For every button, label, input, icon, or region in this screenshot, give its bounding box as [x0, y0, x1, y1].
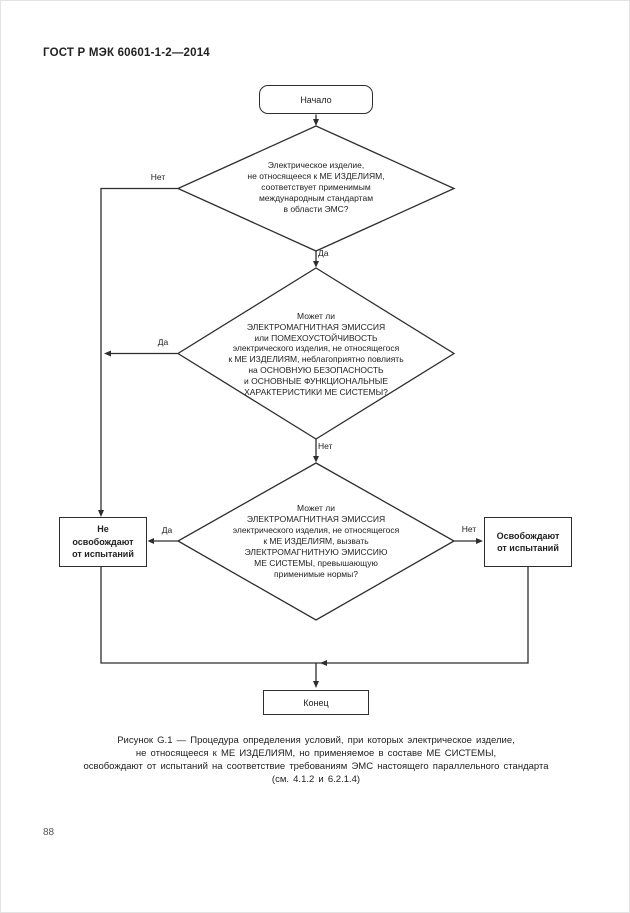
decision3-diamond-shape: [176, 462, 456, 621]
outcome-exempt-box: Освобождают от испытаний: [484, 517, 572, 567]
arrowhead-into-decision3: [313, 456, 319, 463]
arrowhead-merge-left: [320, 660, 327, 666]
arrowhead-into-end: [313, 681, 319, 688]
arrowhead-no1-into-line: [98, 510, 104, 517]
branch-label-yes-3: Да: [161, 525, 173, 535]
arrowhead-into-decision1: [313, 119, 319, 126]
branch-label-yes-2: Да: [157, 337, 169, 347]
decision2-text: Может ли ЭЛЕКТРОМАГНИТНАЯ ЭМИССИЯ или ПО…: [228, 311, 404, 397]
outcome-not-exempt-box: Не освобождают от испытаний: [59, 517, 147, 567]
decision3-text: Может ли ЭЛЕКТРОМАГНИТНАЯ ЭМИССИЯ электр…: [232, 503, 400, 579]
end-node: Конец: [263, 690, 369, 715]
page-number: 88: [43, 827, 55, 838]
branch-label-no-3: Нет: [461, 524, 477, 534]
branch-label-yes-1: Да: [318, 248, 329, 258]
start-node: Начало: [259, 85, 373, 114]
start-node-label: Начало: [300, 94, 332, 105]
end-node-label: Конец: [303, 697, 329, 708]
arrowhead-into-decision2: [313, 261, 319, 268]
branch-label-no-1: Нет: [150, 172, 166, 182]
arrowhead-no3-into-box: [476, 538, 483, 544]
decision1-text: Электрическое изделие, не относящееся к …: [247, 160, 385, 214]
arrowhead-yes2-into-line: [104, 350, 111, 357]
connector-decision1-no: [100, 187, 178, 511]
standard-number-header: ГОСТ Р МЭК 60601-1-2—2014: [43, 47, 210, 59]
arrowhead-yes3-into-box: [147, 538, 154, 544]
connector-merge: [100, 567, 529, 664]
branch-label-no-2: Нет: [318, 441, 333, 451]
figure-caption: Рисунок G.1 — Процедура определения усло…: [83, 735, 549, 785]
outcome-not-exempt-label: Не освобождают от испытаний: [72, 524, 134, 560]
outcome-exempt-label: Освобождают от испытаний: [496, 530, 560, 554]
